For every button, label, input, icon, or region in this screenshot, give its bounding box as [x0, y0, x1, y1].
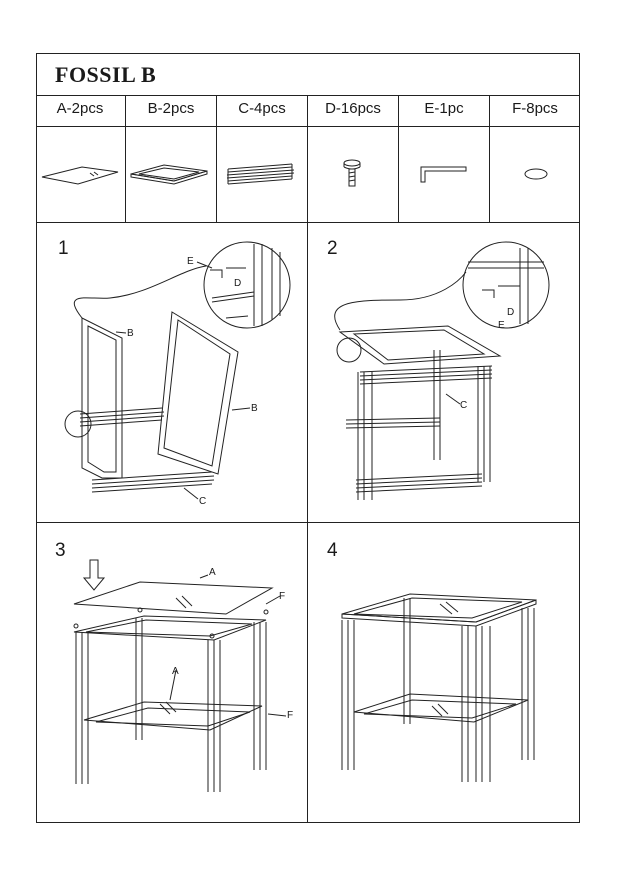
- step-3-number: 3: [55, 540, 66, 561]
- step2-drawing: [334, 241, 550, 500]
- step3-drawing: [73, 559, 287, 792]
- pad-icon: [524, 168, 548, 180]
- steps-row-divider: [36, 522, 580, 523]
- glass-panel-icon: [41, 166, 119, 185]
- allen-key-icon: [420, 166, 467, 183]
- step2-callout-e: E: [498, 320, 505, 331]
- step-2-number: 2: [327, 238, 338, 259]
- step3-callout-a-top: A: [209, 567, 216, 578]
- step4-drawing: [341, 593, 537, 782]
- step1-drawing: [64, 241, 291, 500]
- instruction-sheet: [36, 53, 580, 823]
- screw-icon: [343, 159, 361, 187]
- step3-callout-f-right: F: [287, 710, 294, 721]
- part-c-label: C-4pcs: [238, 100, 286, 117]
- part-a-label: A-2pcs: [56, 100, 104, 117]
- step1-callout-d: D: [234, 278, 242, 289]
- parts-col-divider: [398, 95, 399, 222]
- part-d-label: D-16pcs: [325, 100, 381, 117]
- step2-callout-d: D: [507, 307, 515, 318]
- part-b-label: B-2pcs: [147, 100, 195, 117]
- parts-col-divider: [489, 95, 490, 222]
- parts-divider: [36, 222, 580, 223]
- step-4-number: 4: [327, 540, 338, 561]
- product-title: FOSSIL B: [55, 62, 157, 87]
- step3-callout-f-top: F: [279, 591, 286, 602]
- step1-callout-b-left: B: [127, 328, 134, 339]
- tube-bundle-icon: [226, 163, 295, 185]
- parts-col-divider: [125, 95, 126, 222]
- step1-callout-c: C: [199, 496, 207, 507]
- frame-tray-icon: [130, 164, 208, 185]
- parts-col-divider: [216, 95, 217, 222]
- parts-label-divider: [36, 126, 580, 127]
- step1-callout-b-right: B: [251, 403, 258, 414]
- part-f-label: F-8pcs: [512, 100, 558, 117]
- step-1-number: 1: [58, 238, 69, 259]
- part-e-label: E-1pc: [424, 100, 464, 117]
- center-divider: [307, 95, 308, 823]
- header-divider: [36, 95, 580, 96]
- step1-callout-e: E: [187, 256, 194, 267]
- step2-callout-c: C: [460, 400, 468, 411]
